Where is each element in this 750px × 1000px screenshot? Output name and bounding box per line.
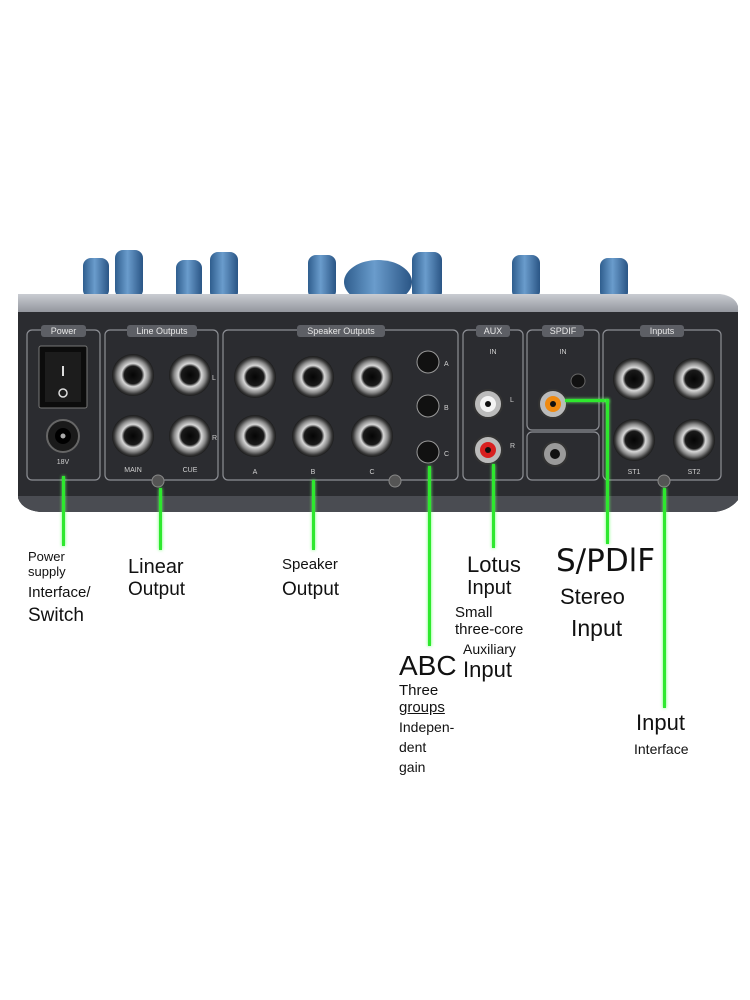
chassis-top-edge [18, 294, 738, 314]
callout-line-output: Linear Output [128, 556, 186, 600]
leader-spdif-horizontal [565, 399, 609, 402]
aux-in-label: IN [490, 349, 497, 356]
callout-abc-gain: ABC Three groups Indepen- dent gain [399, 650, 457, 775]
leader-abc-gain [428, 466, 431, 646]
gain-a-label: A [444, 361, 449, 368]
callout-spdif-input: S/PDlF Stereo Input [556, 543, 656, 641]
st2-label: ST2 [688, 469, 701, 476]
speaker-output-jacks [234, 356, 393, 457]
top-knobs [83, 250, 628, 304]
leader-spdif-vertical [606, 399, 609, 544]
gain-trim-knobs [416, 350, 440, 464]
spdif-coax-jack [538, 373, 586, 419]
section-aux-label: AUX [484, 326, 503, 336]
section-power-label: Power [51, 326, 77, 336]
section-inputs-label: Inputs [650, 326, 675, 336]
section-spdif-label: SPDIF [550, 326, 577, 336]
spdif-in-label: IN [560, 349, 567, 356]
voltage-label: 18V [57, 459, 70, 466]
aux-rca-jacks [473, 389, 503, 465]
rear-panel [18, 312, 738, 512]
section-tab-power [41, 325, 86, 337]
speaker-a-label: A [253, 469, 258, 476]
callout-power: Power supply Interface/ Switch [28, 549, 91, 627]
power-switch [38, 345, 88, 409]
line-l-label: L [212, 375, 216, 382]
section-line-outputs-label: Line Outputs [136, 326, 188, 336]
callout-lotus-input: Lotus Input [467, 552, 521, 600]
leader-lotus-input [492, 464, 495, 548]
aux-r-label: R [510, 443, 515, 450]
callout-input-interface: Input Interface [634, 710, 689, 758]
callout-speaker-output: Speaker Output [282, 556, 340, 601]
st1-label: ST1 [628, 469, 641, 476]
mini-aux-jack [542, 441, 568, 467]
callout-aux-input: Small three-core Auxiliary Input [455, 604, 524, 682]
main-label: MAIN [124, 467, 142, 474]
speaker-c-label: C [369, 469, 374, 476]
panel-screws [151, 474, 671, 488]
aux-l-label: L [510, 397, 514, 404]
cue-label: CUE [183, 467, 198, 474]
section-speaker-outputs-label: Speaker Outputs [307, 326, 375, 336]
input-jacks [613, 358, 715, 461]
gain-c-label: C [444, 451, 449, 458]
leader-speaker-output [312, 480, 315, 550]
dc-power-jack [46, 419, 80, 453]
speaker-b-label: B [311, 469, 316, 476]
leader-power [62, 476, 65, 546]
gain-b-label: B [444, 405, 449, 412]
line-r-label: R [212, 435, 217, 442]
leader-input-interface [663, 488, 666, 708]
leader-line-output [159, 488, 162, 550]
line-output-jacks [112, 354, 211, 457]
